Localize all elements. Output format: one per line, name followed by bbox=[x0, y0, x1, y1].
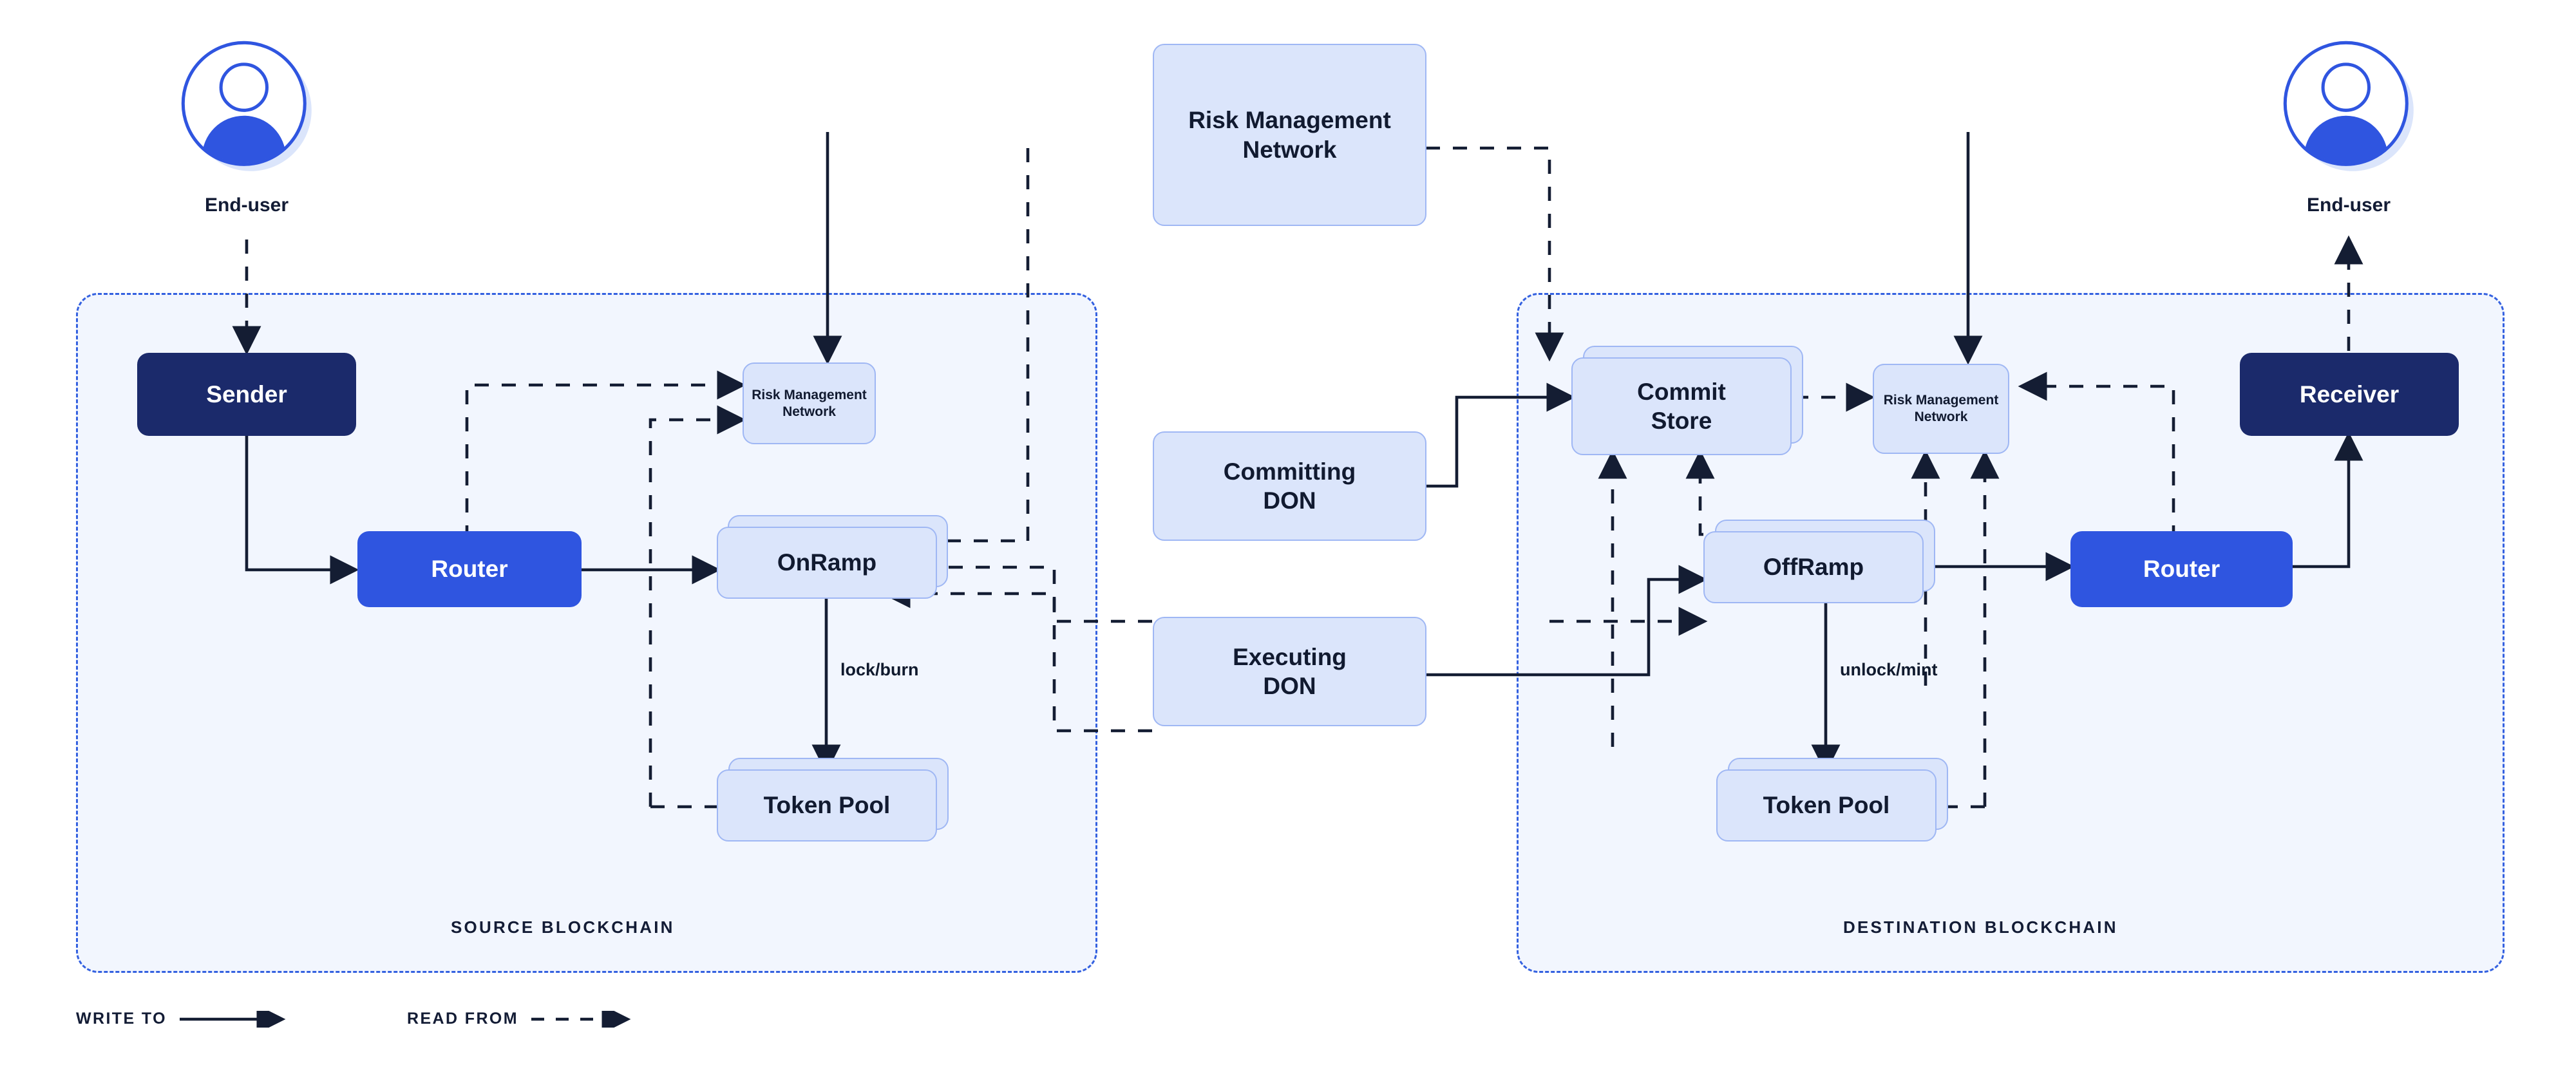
end-user-right-avatar bbox=[2281, 39, 2416, 174]
router-source-box[interactable]: Router bbox=[357, 531, 582, 607]
token-pool-source-label: Token Pool bbox=[763, 792, 891, 819]
legend-solid-arrow-icon bbox=[179, 1010, 286, 1028]
lock-burn-label: lock/burn bbox=[840, 660, 919, 679]
legend-write-to: Write to bbox=[76, 1010, 294, 1028]
receiver-label: Receiver bbox=[2299, 381, 2400, 408]
executing-don[interactable]: Executing DON bbox=[1153, 617, 1426, 726]
committing-don-line1: Committing bbox=[1223, 458, 1356, 485]
receiver-box[interactable]: Receiver bbox=[2240, 353, 2459, 436]
sender-label: Sender bbox=[206, 381, 287, 408]
destination-blockchain-label: Destination Blockchain bbox=[1843, 917, 2118, 937]
commit-store-box[interactable]: Commit Store bbox=[1571, 357, 1792, 455]
legend-read-from-label: Read from bbox=[407, 1010, 518, 1028]
rmn-top-line2: Network bbox=[1242, 136, 1337, 163]
unlock-mint-label: unlock/mint bbox=[1840, 660, 1938, 679]
commit-store-line2: Store bbox=[1651, 408, 1712, 434]
rmn-source-line1: Risk Management bbox=[752, 387, 867, 402]
source-blockchain-label: Source Blockchain bbox=[451, 917, 675, 937]
rmn-source-line2: Network bbox=[782, 404, 836, 419]
rmn-dest-line2: Network bbox=[1914, 409, 1968, 424]
risk-management-network-top[interactable]: Risk Management Network bbox=[1153, 44, 1426, 226]
end-user-left-avatar bbox=[179, 39, 314, 174]
legend-dashed-arrow-icon bbox=[531, 1010, 631, 1028]
committing-don[interactable]: Committing DON bbox=[1153, 431, 1426, 541]
router-source-label: Router bbox=[431, 556, 508, 583]
onramp-label: OnRamp bbox=[777, 549, 877, 576]
risk-management-network-source[interactable]: Risk Management Network bbox=[743, 362, 876, 444]
executing-don-line2: DON bbox=[1263, 673, 1316, 699]
rmn-dest-line1: Risk Management bbox=[1883, 393, 1999, 408]
router-destination-box[interactable]: Router bbox=[2070, 531, 2293, 607]
committing-don-line2: DON bbox=[1263, 487, 1316, 514]
router-destination-label: Router bbox=[2143, 556, 2221, 583]
offramp-box[interactable]: OffRamp bbox=[1703, 531, 1924, 603]
rmn-top-line1: Risk Management bbox=[1188, 107, 1391, 134]
token-pool-dest-box[interactable]: Token Pool bbox=[1716, 769, 1937, 842]
end-user-left-label: End-user bbox=[204, 194, 289, 216]
end-user-right-label: End-user bbox=[2306, 194, 2391, 216]
legend-read-from: Read from bbox=[407, 1010, 646, 1028]
legend-write-to-label: Write to bbox=[76, 1010, 167, 1028]
token-pool-dest-label: Token Pool bbox=[1763, 792, 1890, 819]
executing-don-line1: Executing bbox=[1233, 643, 1347, 670]
onramp-box[interactable]: OnRamp bbox=[717, 527, 937, 599]
sender-box[interactable]: Sender bbox=[137, 353, 356, 436]
token-pool-source-box[interactable]: Token Pool bbox=[717, 769, 937, 842]
commit-store-line1: Commit bbox=[1637, 378, 1726, 405]
offramp-label: OffRamp bbox=[1763, 554, 1864, 581]
risk-management-network-destination[interactable]: Risk Management Network bbox=[1873, 364, 2009, 454]
